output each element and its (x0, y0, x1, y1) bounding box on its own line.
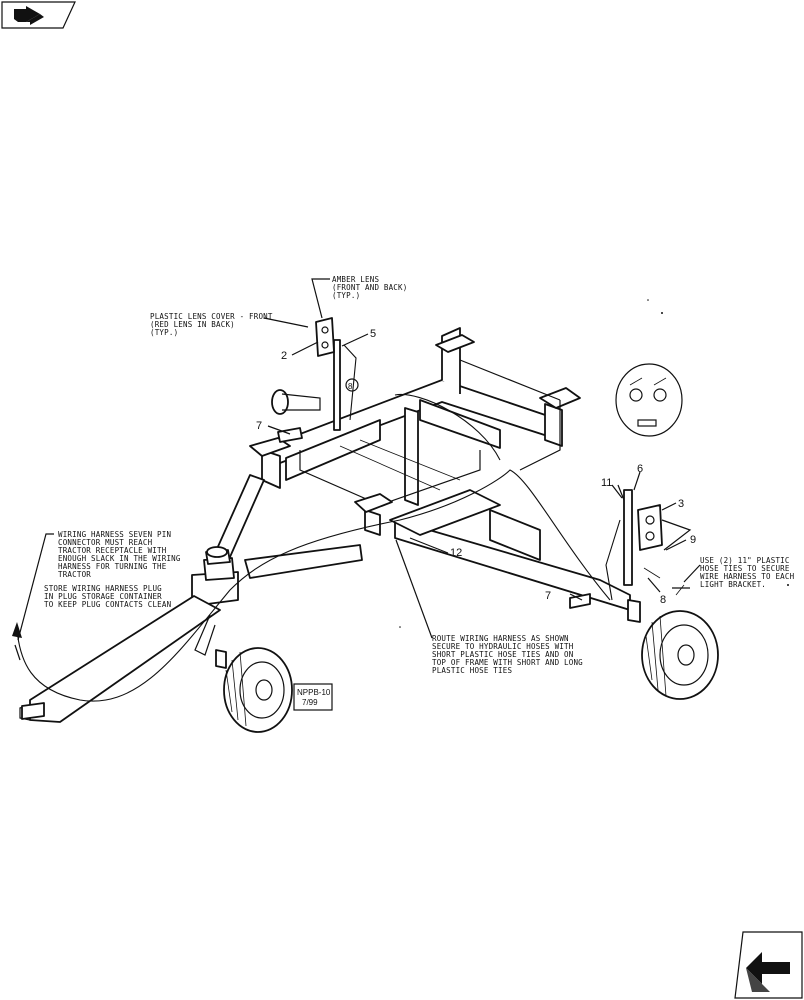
svg-text:ROUTE WIRING HARNESS AS SHOWN: ROUTE WIRING HARNESS AS SHOWN (432, 634, 569, 643)
callout-amber-lens: AMBER LENS (FRONT AND BACK) (TYP.) (332, 275, 407, 300)
left-light-bracket: 8 (315, 317, 359, 431)
item-number-3: 3 (678, 498, 684, 510)
svg-text:ENOUGH SLACK IN THE WIRING: ENOUGH SLACK IN THE WIRING (58, 554, 181, 563)
item-number-9: 9 (690, 534, 696, 546)
callout-use-hose-ties: USE (2) 11" PLASTIC HOSE TIES TO SECURE … (700, 556, 795, 589)
svg-text:(TYP.): (TYP.) (332, 291, 360, 300)
svg-text:TO KEEP PLUG CONTACTS CLEAN: TO KEEP PLUG CONTACTS CLEAN (44, 600, 171, 609)
svg-text:LIGHT BRACKET.: LIGHT BRACKET. (700, 580, 766, 589)
tongue-assembly (19, 474, 363, 723)
svg-text:(FRONT AND BACK): (FRONT AND BACK) (332, 283, 407, 292)
callout-plastic-lens-cover: PLASTIC LENS COVER - FRONT (RED LENS IN … (150, 312, 273, 337)
svg-text:(RED LENS IN BACK): (RED LENS IN BACK) (150, 320, 235, 329)
item-number-7-left: 7 (256, 420, 262, 432)
svg-text:TOP OF FRAME WITH SHORT AND LO: TOP OF FRAME WITH SHORT AND LONG (432, 658, 583, 667)
svg-text:TRACTOR RECEPTACLE WITH: TRACTOR RECEPTACLE WITH (58, 546, 167, 555)
svg-text:NPPB-10: NPPB-10 (297, 688, 331, 697)
svg-text:SHORT PLASTIC HOSE TIES AND ON: SHORT PLASTIC HOSE TIES AND ON (432, 650, 573, 659)
item-number-2: 2 (281, 350, 287, 362)
callout-wiring-harness-connector: WIRING HARNESS SEVEN PIN CONNECTOR MUST … (58, 530, 181, 579)
leader-lines (17, 278, 701, 641)
drawing-stamp: NPPB-10 7/99 (293, 683, 333, 711)
item-number-8: 8 (660, 594, 666, 606)
svg-text:HOSE TIES TO SECURE: HOSE TIES TO SECURE (700, 564, 790, 573)
svg-text:SECURE TO HYDRAULIC HOSES WITH: SECURE TO HYDRAULIC HOSES WITH (432, 642, 574, 651)
svg-text:AMBER LENS: AMBER LENS (332, 275, 379, 284)
right-wheel (627, 599, 719, 700)
frame-assembly (249, 327, 631, 611)
svg-text:IN PLUG STORAGE CONTAINER: IN PLUG STORAGE CONTAINER (44, 592, 162, 601)
svg-text:WIRE HARNESS TO EACH: WIRE HARNESS TO EACH (700, 572, 795, 581)
next-page-arrow-icon[interactable] (734, 931, 803, 999)
left-hub (271, 389, 321, 415)
svg-text:HARNESS FOR TURNING THE: HARNESS FOR TURNING THE (58, 562, 167, 571)
right-light-bracket (605, 489, 692, 601)
svg-text:(TYP.): (TYP.) (150, 328, 178, 337)
svg-text:PLASTIC HOSE TIES: PLASTIC HOSE TIES (432, 666, 512, 675)
item-number-12: 12 (450, 547, 462, 559)
item-number-6: 6 (637, 463, 643, 475)
svg-text:7/99: 7/99 (302, 698, 318, 707)
item-number-8-circle: 8 (348, 382, 353, 391)
warning-decal (615, 363, 683, 437)
left-wheel (215, 647, 293, 733)
svg-text:STORE WIRING HARNESS PLUG: STORE WIRING HARNESS PLUG (44, 584, 162, 593)
item-number-11: 11 (601, 477, 612, 489)
svg-text:USE (2) 11" PLASTIC: USE (2) 11" PLASTIC (700, 556, 790, 565)
book-arrow-icon[interactable] (1, 1, 76, 29)
hose-tie-right (569, 593, 591, 609)
item-number-7-right: 7 (545, 590, 551, 602)
svg-text:CONNECTOR MUST REACH: CONNECTOR MUST REACH (58, 538, 153, 547)
callout-route-harness: ROUTE WIRING HARNESS AS SHOWN SECURE TO … (432, 634, 583, 675)
svg-text:TRACTOR: TRACTOR (58, 570, 91, 579)
item-number-5: 5 (370, 328, 376, 340)
svg-text:PLASTIC LENS COVER - FRONT: PLASTIC LENS COVER - FRONT (150, 312, 273, 321)
svg-text:WIRING HARNESS SEVEN PIN: WIRING HARNESS SEVEN PIN (58, 530, 171, 539)
callout-store-plug: STORE WIRING HARNESS PLUG IN PLUG STORAG… (44, 584, 171, 609)
